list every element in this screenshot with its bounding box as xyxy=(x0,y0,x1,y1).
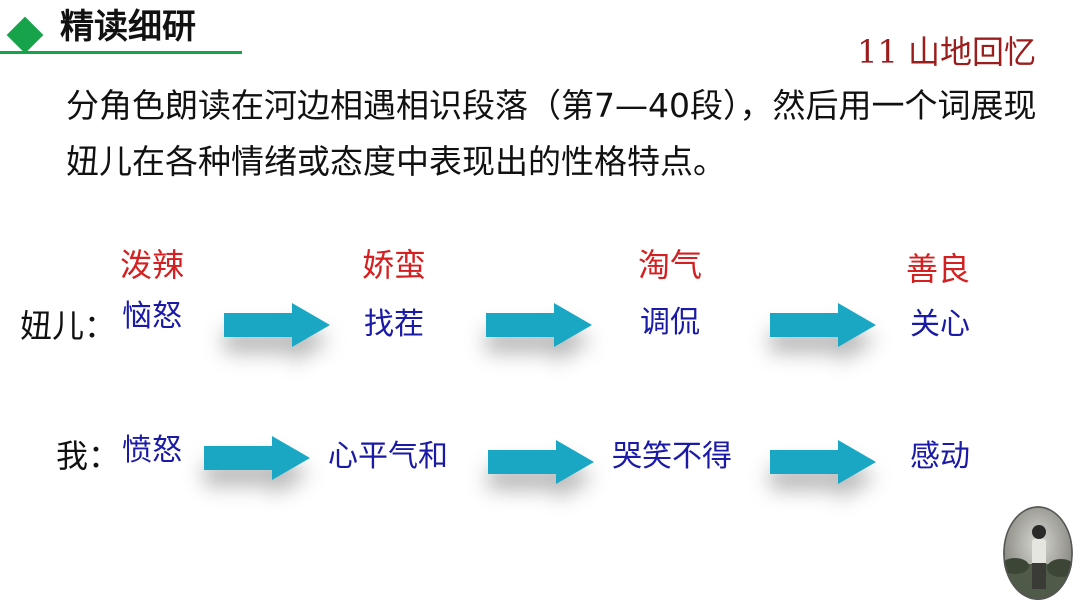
section-title: 精读细研 xyxy=(60,6,196,48)
row-label-niuer: 妞儿： xyxy=(20,306,116,346)
emotion-label: 关心 xyxy=(910,306,970,344)
right-arrow-icon xyxy=(488,440,594,484)
lesson-title: 11 山地回忆 xyxy=(857,32,1036,72)
row-label-wo: 我： xyxy=(56,436,120,476)
emotion-label: 恼怒 xyxy=(122,298,182,336)
trait-label: 泼辣 xyxy=(120,246,184,284)
right-arrow-icon xyxy=(486,303,592,347)
diamond-icon xyxy=(7,17,44,54)
emotion-label: 愤怒 xyxy=(122,432,182,470)
right-arrow-icon xyxy=(224,303,330,347)
right-arrow-icon xyxy=(770,440,876,484)
emotion-label: 心平气和 xyxy=(328,438,448,476)
section-header: 精读细研 xyxy=(0,0,260,60)
instruction-text: 分角色朗读在河边相遇相识段落（第7—40段），然后用一个词展现妞儿在各种情绪或态… xyxy=(66,78,1046,190)
trait-label: 娇蛮 xyxy=(362,246,426,284)
trait-label: 善良 xyxy=(906,250,970,288)
emotion-label: 哭笑不得 xyxy=(612,438,732,476)
trait-label: 淘气 xyxy=(638,246,702,284)
emotion-label: 感动 xyxy=(910,438,970,476)
author-portrait-photo xyxy=(1003,506,1073,600)
right-arrow-icon xyxy=(204,436,310,480)
emotion-label: 找茬 xyxy=(364,306,424,344)
header-underline xyxy=(0,51,242,54)
right-arrow-icon xyxy=(770,303,876,347)
emotion-label: 调侃 xyxy=(640,304,700,342)
